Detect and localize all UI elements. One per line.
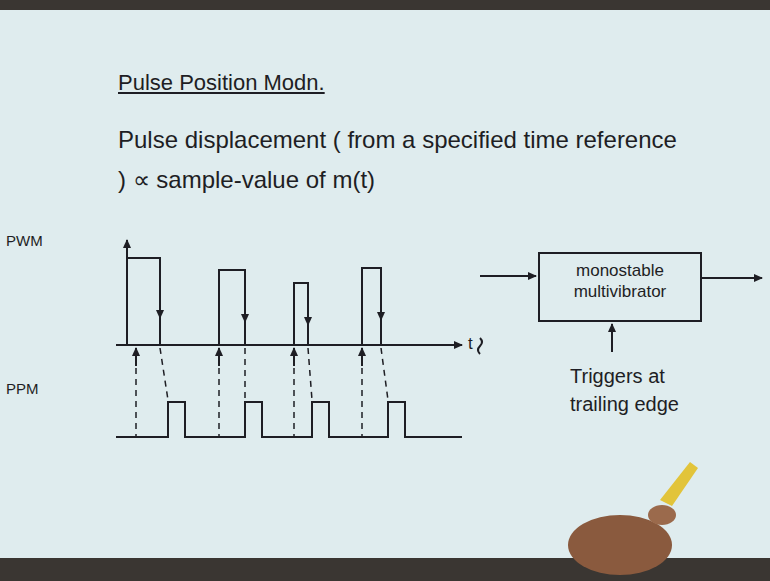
- pwm-pulse: [362, 268, 381, 345]
- axis-label: t: [468, 334, 488, 354]
- dashed-projection: [293, 368, 295, 436]
- signal-name: PWM: [6, 232, 66, 250]
- trigger-arrow: [611, 324, 613, 352]
- dashed-projection: [218, 368, 220, 436]
- trailing-edge-arrow: [380, 292, 382, 320]
- dashed-projection: [160, 348, 168, 400]
- leading-edge-arrow: [135, 348, 137, 366]
- leading-edge-arrow: [293, 348, 295, 366]
- leading-edge-arrow: [218, 348, 220, 366]
- box-text: monostable multivibrator: [548, 260, 692, 302]
- process-box: monostable multivibrator: [538, 252, 702, 322]
- trailing-edge-arrow: [159, 290, 161, 318]
- trailing-edge-arrow: [244, 295, 246, 322]
- trailing-edge-arrow: [307, 300, 309, 325]
- dashed-projection: [135, 368, 137, 436]
- pwm-pulse: [219, 270, 245, 345]
- slide-title: Pulse Position Modn.: [118, 70, 325, 96]
- definition-note: Pulse displacement ( from a specified ti…: [118, 120, 688, 200]
- dashed-projection: [361, 368, 363, 436]
- leading-edge-arrow: [361, 348, 363, 366]
- ppm-waveform: [116, 402, 462, 437]
- trigger-note: Triggers at trailing edge: [570, 362, 710, 418]
- dashed-projection: [381, 348, 388, 400]
- pwm-pulse: [294, 283, 308, 345]
- time-axis: [116, 344, 462, 346]
- pen: [660, 462, 698, 506]
- axis-squiggle: [478, 338, 482, 354]
- input-arrow: [480, 275, 536, 277]
- board-top-frame: [0, 0, 770, 10]
- dashed-projection: [308, 348, 312, 400]
- output-arrow: [702, 277, 762, 279]
- pwm-pulse: [127, 258, 160, 345]
- signal-name: PPM: [6, 380, 66, 398]
- dashed-projection: [244, 348, 246, 400]
- finger: [648, 505, 676, 525]
